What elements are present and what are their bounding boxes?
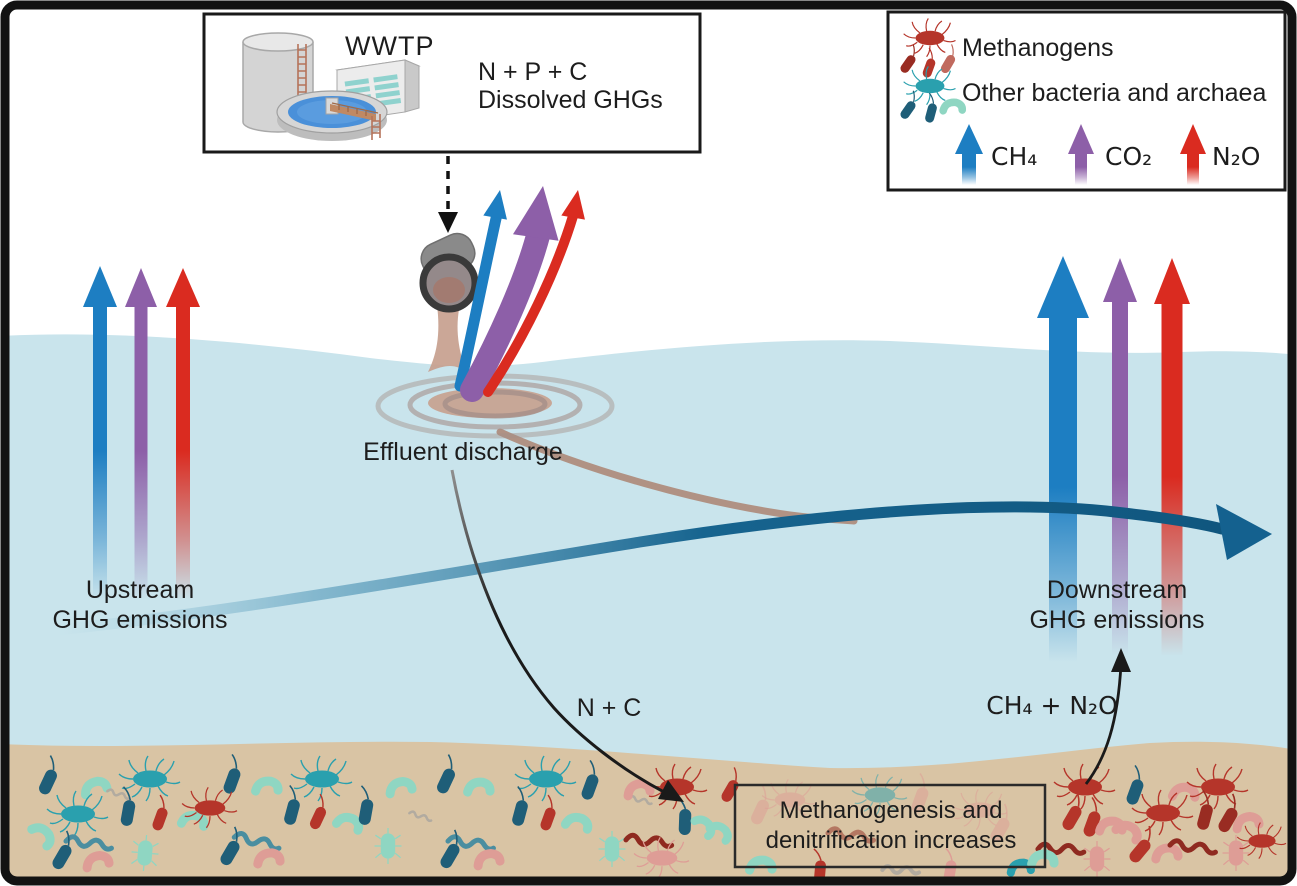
wwtp-to-pipe-arrow: [438, 156, 458, 233]
wwtp-inputs: N + P + C: [478, 58, 587, 86]
upstream-label-line1: Upstream: [86, 576, 194, 604]
downstream-co2-arrowhead: [1103, 258, 1137, 302]
discharge-n2o-arrow: [483, 211, 578, 397]
legend-other-label: Other bacteria and archaea: [962, 79, 1266, 107]
downstream-label-line1: Downstream: [1047, 576, 1187, 604]
pipe-effluent: [433, 277, 465, 303]
methanogenesis-line1: Methanogenesis and: [780, 797, 1003, 824]
effluent-discharge-label: Effluent discharge: [363, 438, 563, 466]
legend-ch4-label: CH₄: [991, 142, 1037, 171]
discharge-co2-arrow: [460, 220, 551, 402]
wwtp-dissolved-ghgs: Dissolved GHGs: [478, 86, 663, 114]
downstream-ghg-arrows: [1037, 256, 1190, 662]
downstream-co2-shaft: [1112, 296, 1128, 656]
discharge-ch4-arrowhead: [483, 190, 507, 220]
discharge-ch4-arrow: [454, 208, 503, 392]
ch4-n2o-label: CH₄ + N₂O: [986, 691, 1118, 720]
methanogenesis-line2: denitrification increases: [766, 827, 1017, 854]
discharge-co2-arrowhead: [512, 186, 559, 241]
effluent-discharge: [375, 232, 615, 439]
downstream-label-line2: GHG emissions: [1029, 606, 1204, 634]
wwtp-title: WWTP: [345, 31, 434, 61]
upstream-ghg-arrows: [83, 266, 200, 600]
upstream-ch4-arrowhead: [83, 266, 117, 307]
legend-co2-label: CO₂: [1105, 142, 1152, 171]
downstream-ch4-shaft: [1049, 312, 1077, 662]
downstream-n2o-arrowhead: [1154, 258, 1190, 304]
effluent-stream: [428, 298, 466, 372]
methanogenesis-box: Methanogenesis and denitrification incre…: [733, 783, 1047, 869]
upstream-ch4-shaft: [93, 302, 107, 600]
n-c-label: N + C: [577, 694, 642, 722]
legend-box: Methanogens Other bacteria and archaea C…: [886, 10, 1287, 192]
wwtp-icon: [242, 32, 421, 141]
legend-methanogens-label: Methanogens: [962, 34, 1114, 62]
legend-n2o-arrow: [1180, 124, 1206, 185]
upstream-n2o-shaft: [176, 302, 190, 600]
upstream-co2-shaft: [134, 302, 148, 600]
downstream-ch4-arrowhead: [1037, 256, 1089, 318]
ch4-n2o-arrow: [1084, 648, 1131, 785]
wwtp-box: WWTP N + P + C Dissolved GHGs: [202, 12, 702, 154]
upstream-n2o-arrowhead: [166, 268, 200, 307]
upstream-co2-arrowhead: [125, 268, 157, 307]
n-c-arrow: [450, 469, 684, 802]
upstream-label-line2: GHG emissions: [52, 606, 227, 634]
river-flow-arrowhead: [1216, 504, 1272, 560]
discharge-gas-arrows: [454, 186, 585, 402]
river-flow-arrow: [52, 501, 1272, 636]
discharge-n2o-arrowhead: [561, 190, 585, 220]
legend-ch4-arrow: [955, 124, 983, 185]
downstream-n2o-shaft: [1161, 298, 1183, 656]
legend-co2-arrow: [1068, 124, 1094, 185]
legend-n2o-label: N₂O: [1212, 142, 1260, 171]
